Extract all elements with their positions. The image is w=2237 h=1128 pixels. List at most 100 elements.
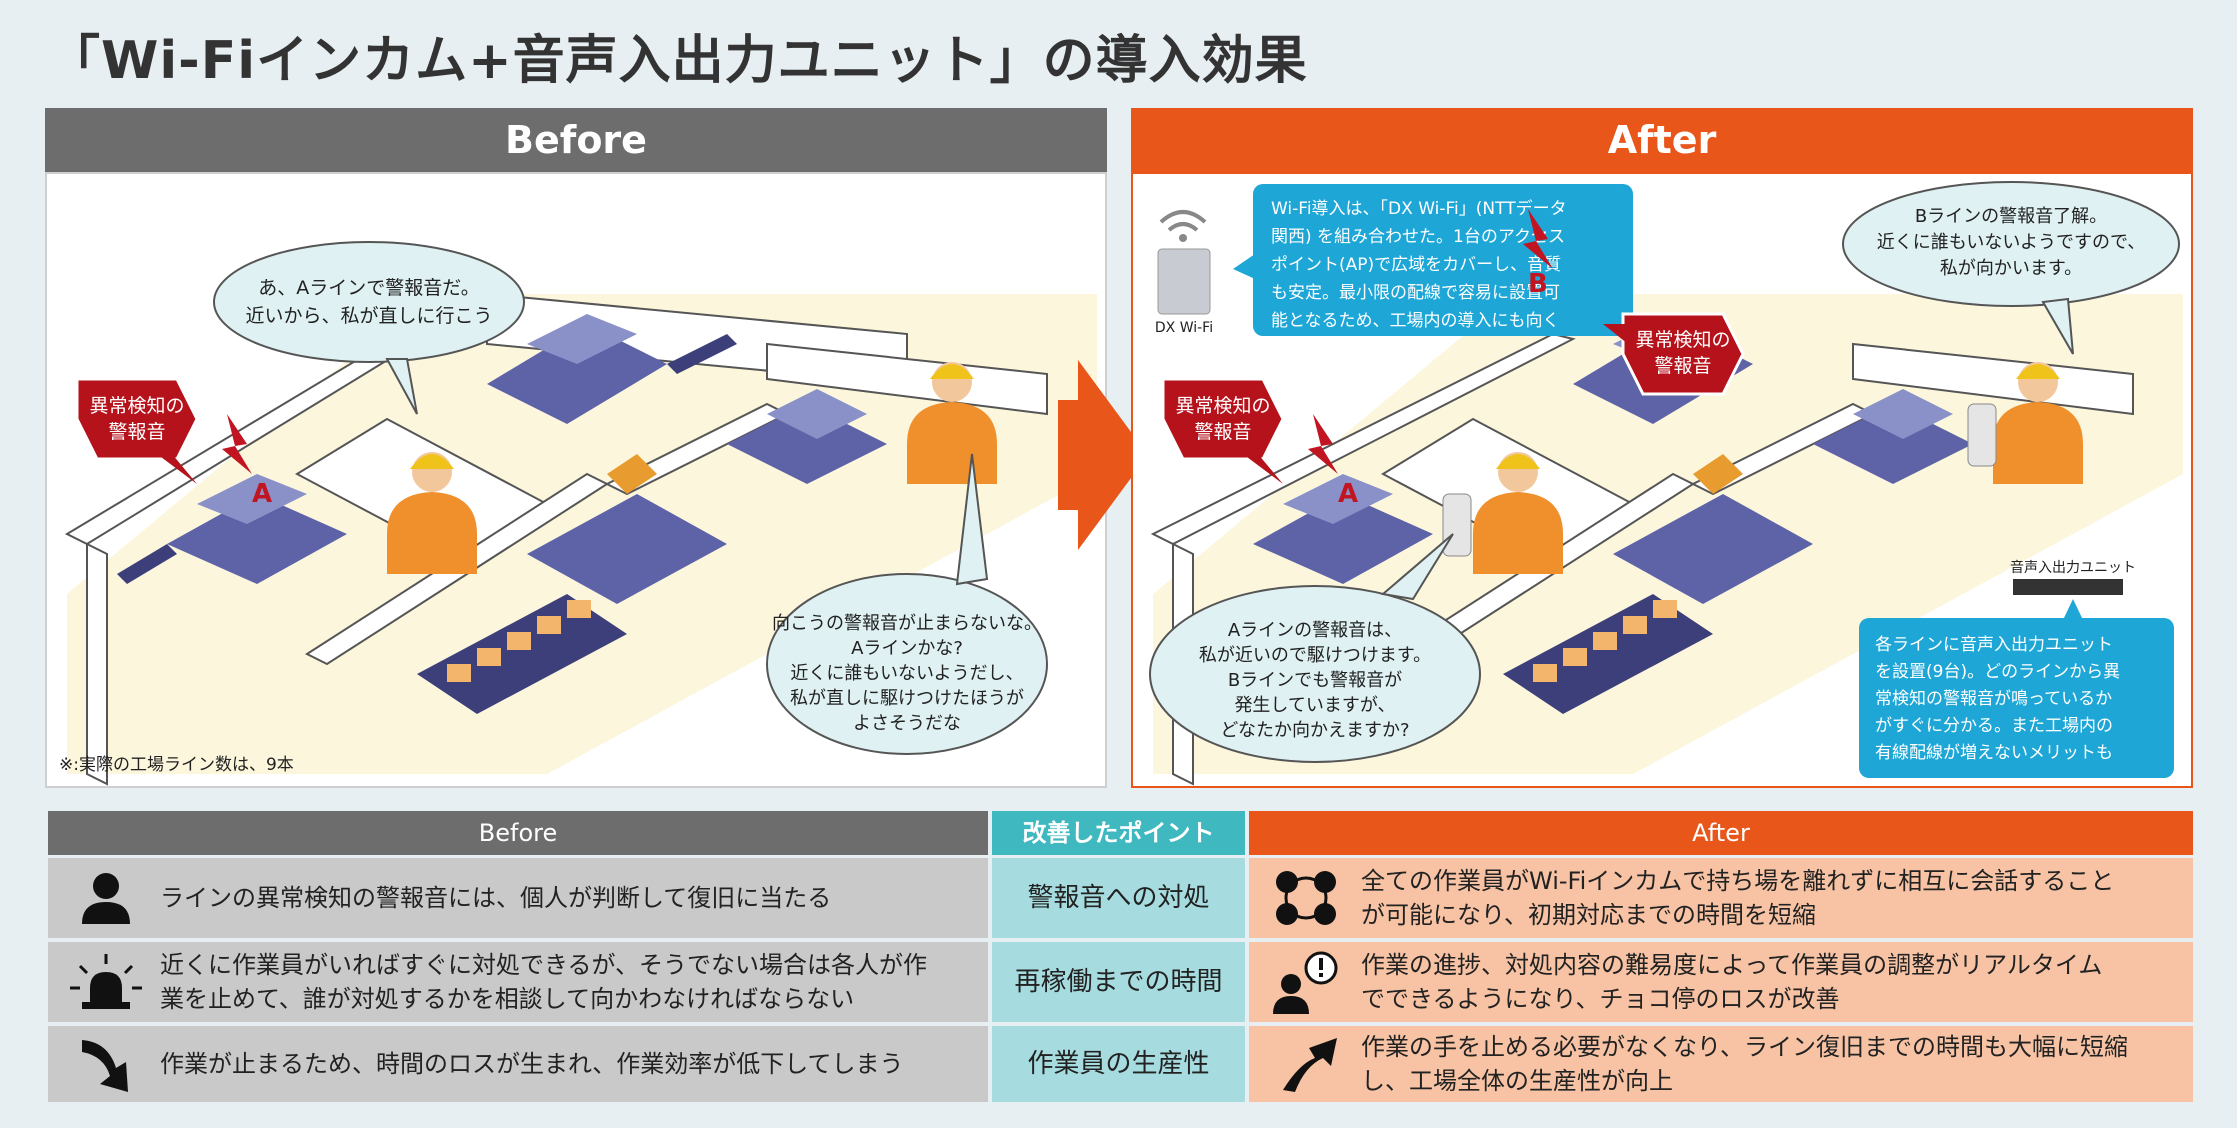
arrow-up-icon [1283,1038,1337,1092]
table-row-2-after: 作業の進捗、対処内容の難易度によって作業員の調整がリアルタイム でできるようにな… [1249,942,2193,1022]
table-row-1-before: ラインの異常検知の警報音には、個人が判断して復旧に当たる [48,858,988,938]
line-a-marker: A [252,479,272,509]
team-network-icon [1276,871,1336,925]
alarm-label-b: 異常検知の 警報音 [1603,312,1745,396]
siren-icon [70,954,142,1009]
before-factory-illustration: 異常検知の 警報音 A あ、Aラインで警報音だ。 近いから、私が直しに行こう [59,241,1097,786]
row2-after-line2: でできるようになり、チョコ停のロスが改善 [1361,985,1840,1013]
alarm-label-line2: 警報音 [108,421,165,443]
info-line4: も安定。最小限の配線で容易に設置可 [1271,283,1560,303]
row2-after-line1: 作業の進捗、対処内容の難易度によって作業員の調整がリアルタイム [1361,951,2103,979]
bubble1-line1: あ、Aラインで警報音だ。 [258,277,479,299]
audio-unit-info-box: 各ラインに音声入出力ユニット を設置(9台)。どのラインから異 常検知の警報音が… [1859,599,2174,778]
row1-after-line2: が可能になり、初期対応までの時間を短縮 [1361,901,1817,929]
alarm-label-a: 異常検知の 警報音 [1161,377,1285,484]
machine-line-right [1813,389,1973,484]
row3-after-line2: し、工場全体の生産性が向上 [1361,1067,1673,1095]
table-row-3-after: 作業の手を止める必要がなくなり、ライン復旧までの時間も大幅に短縮 し、工場全体の… [1249,1026,2193,1102]
person-alert-icon [1273,951,1338,1014]
wifi-icon [1159,210,1207,224]
alarm-a-line2: 警報音 [1194,421,1251,443]
worker-a-with-intercom [1442,452,1563,574]
line-b-marker: B [1528,269,1548,299]
alarm-label-before: 異常検知の 警報音 [75,377,199,484]
wifi-info-box: Wi-Fi導入は、「DX Wi-Fi」(NTTデータ 関西) を組み合わせた。1… [1233,184,1633,336]
machine-line-top [487,314,737,424]
table-header-after: After [1249,811,2193,855]
worker-b-with-intercom [1967,362,2083,484]
bubble-a-line4: 発生していますが、 [1234,695,1395,716]
speech-bubble-worker-b: Bラインの警報音了解。 近くに誰もいないようですので、 私が向かいます。 [1842,181,2180,355]
intercom-device-icon [1442,493,1472,557]
info-line2: 関西) を組み合わせた。1台のアクセス [1271,227,1565,247]
table-row-2-before: 近くに作業員がいればすぐに対処できるが、そうでない場合は各人が作 業を止めて、誰… [48,942,988,1022]
bubble2-line3: 近くに誰もいないようだし、 [790,663,1023,684]
person-icon [82,873,130,924]
line-a-marker: A [1338,479,1358,509]
worker-1 [387,452,477,574]
page-title: 「Wi-Fiインカム+音声入出力ユニット」の導入効果 [48,31,1308,91]
before-panel-header: Before [45,108,1107,172]
table-row-1-point: 警報音への対処 [992,858,1245,938]
bubble2-line2: Aラインかな? [851,638,963,659]
row2-before-line1: 近くに作業員がいればすぐに対処できるが、そうでない場合は各人が作 [160,951,928,979]
alarm-b-line2: 警報音 [1654,355,1711,377]
audio-io-unit: 音声入出力ユニット [2010,559,2136,595]
alarm-b-line1: 異常検知の [1635,329,1730,351]
table-header-point: 改善したポイント [992,811,1245,855]
row3-before-text: 作業が止まるため、時間のロスが生まれ、作業効率が低下してしまう [160,1050,904,1078]
after-factory-illustration: DX Wi-Fi Wi-Fi導入は、「DX Wi-Fi」(NTTデータ 関西) … [1149,181,2183,786]
audio-unit-device-icon [2013,579,2123,595]
lightning-icon [1523,209,1553,269]
machine-line-a [1253,474,1433,584]
info-line1: Wi-Fi導入は、「DX Wi-Fi」(NTTデータ [1271,198,1567,219]
worker-2 [907,362,997,484]
speech-bubble-worker2: 向こうの警報音が止まらないな。 Aラインかな? 近くに誰もいないようだし、 私が… [766,453,1048,755]
intercom-device-icon [1967,403,1997,467]
dxwifi-label: DX Wi-Fi [1155,320,1213,336]
bubble-b-line1: Bラインの警報音了解。 [1915,206,2107,227]
after-panel-header: After [1131,108,2193,172]
row2-before-line2: 業を止めて、誰が対処するかを相談して向かわなければならない [160,985,855,1013]
row1-after-line1: 全ての作業員がWi-Fiインカムで持ち場を離れずに相互に会話すること [1361,867,2115,895]
wifi-access-point: DX Wi-Fi [1155,210,1213,336]
lightning-icon [1308,414,1338,474]
bubble-a-line3: Bラインでも警報音が [1228,670,1402,691]
info-line3: ポイント(AP)で広域をカバーし、音質 [1271,255,1561,275]
alarm-a-line1: 異常検知の [1175,395,1270,417]
lightning-icon [222,414,252,474]
unit-info-line3: 常検知の警報音が鳴っているか [1875,689,2112,709]
before-illustration-panel: 異常検知の 警報音 A あ、Aラインで警報音だ。 近いから、私が直しに行こう [45,172,1107,788]
table-header-before: Before [48,811,988,855]
speech-bubble-worker-a: Aラインの警報音は、 私が近いので駆けつけます。 Bラインでも警報音が 発生して… [1149,533,1481,763]
machine-line-a [117,474,347,584]
unit-info-line2: を設置(9台)。どのラインから異 [1875,662,2120,682]
unit-info-line5: 有線配線が増えないメリットも [1875,743,2113,763]
info-line5: 能となるため、工場内の導入にも向く [1271,311,1560,331]
bubble1-line2: 近いから、私が直しに行こう [245,305,492,327]
bubble-b-line3: 私が向かいます。 [1940,258,2082,279]
speech-bubble-worker1: あ、Aラインで警報音だ。 近いから、私が直しに行こう [213,241,525,415]
table-row-3-before: 作業が止まるため、時間のロスが生まれ、作業効率が低下してしまう [48,1026,988,1102]
bubble2-line1: 向こうの警報音が止まらないな。 [772,613,1042,634]
unit-info-line1: 各ラインに音声入出力ユニット [1875,635,2113,655]
bubble-a-line1: Aラインの警報音は、 [1228,620,1402,641]
arrow-down-icon [82,1040,128,1092]
machine-line-right [727,389,887,484]
bubble2-line4: 私が直しに駆けつけたほうが [790,688,1024,709]
robot-conveyor [417,454,727,714]
footnote: ※:実際の工場ライン数は、9本 [59,755,294,775]
unit-info-line4: がすぐに分かる。また工場内の [1875,716,2113,736]
table-row-3-point: 作業員の生産性 [992,1026,1245,1102]
table-row-1-after: 全ての作業員がWi-Fiインカムで持ち場を離れずに相互に会話すること が可能にな… [1249,858,2193,938]
row3-after-line1: 作業の手を止める必要がなくなり、ライン復旧までの時間も大幅に短縮 [1361,1033,2129,1061]
table-row-2-point: 再稼働までの時間 [992,942,1245,1022]
after-illustration-panel: DX Wi-Fi Wi-Fi導入は、「DX Wi-Fi」(NTTデータ 関西) … [1131,172,2193,788]
row1-before-text: ラインの異常検知の警報音には、個人が判断して復旧に当たる [160,884,832,912]
unit-label: 音声入出力ユニット [2010,559,2136,576]
alarm-label-line1: 異常検知の [89,395,184,417]
bubble-a-line5: どなたか向かえますか? [1220,720,1409,741]
robot-conveyor [1503,454,1813,714]
before-to-after-arrow-icon [1058,360,1148,550]
bubble-a-line2: 私が近いので駆けつけます。 [1199,645,1431,666]
